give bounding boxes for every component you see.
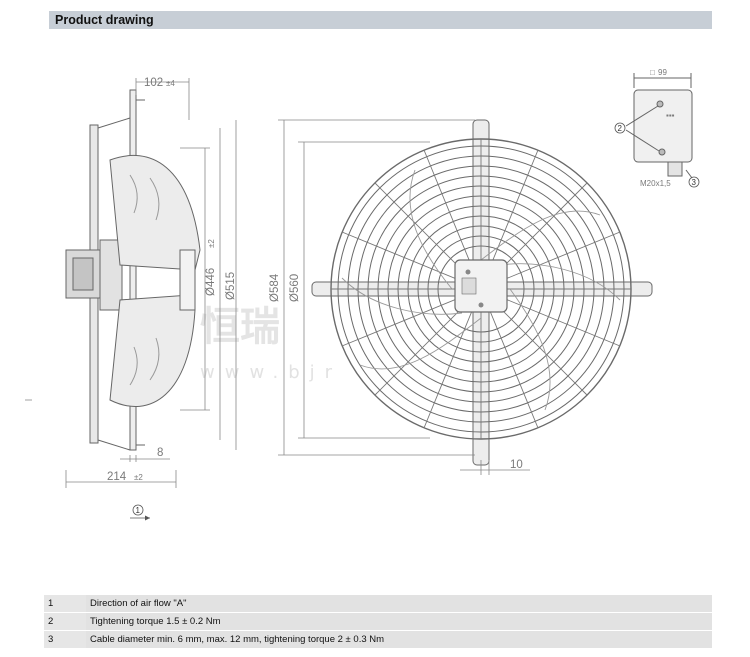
- legend-number: 2: [44, 612, 86, 631]
- screws-callout: 2: [614, 122, 626, 134]
- dim-box-size: 99: [658, 68, 667, 77]
- dim-side-depth-tol: ±4: [166, 79, 175, 88]
- section-title: Product drawing: [55, 13, 154, 27]
- legend-number: 3: [44, 630, 86, 649]
- cable-callout: 3: [688, 176, 700, 188]
- terminal-box: [625, 73, 693, 179]
- watermark-url: www.bjr: [200, 362, 342, 383]
- dim-outer-diameter: Ø515: [225, 272, 237, 300]
- dim-flange-thickness: 8: [157, 447, 163, 459]
- side-dimension-lines: [25, 78, 237, 488]
- svg-text:2: 2: [618, 124, 623, 133]
- legend-text: Cable diameter min. 6 mm, max. 12 mm, ti…: [86, 630, 712, 649]
- front-dimension-lines: [278, 119, 530, 475]
- dim-total-depth-tol: ±2: [134, 473, 143, 482]
- dim-side-depth: 102: [144, 77, 163, 89]
- dim-mount-diameter: Ø560: [289, 274, 301, 302]
- front-view: [311, 119, 653, 466]
- legend-text: Tightening torque 1.5 ± 0.2 Nm: [86, 612, 712, 631]
- dim-cable-gland: M20x1,5: [640, 179, 671, 188]
- svg-text:1: 1: [136, 506, 141, 515]
- svg-text:3: 3: [692, 178, 697, 187]
- section-header: Product drawing: [49, 11, 712, 29]
- watermark-brand: 恒瑞: [200, 304, 280, 350]
- legend-number: 1: [44, 595, 86, 613]
- box-label: ▪▪▪: [666, 111, 675, 120]
- dim-total-depth: 214: [107, 471, 127, 483]
- legend-text: Direction of air flow "A": [86, 595, 712, 613]
- legend-row: 2 Tightening torque 1.5 ± 0.2 Nm: [44, 612, 712, 631]
- dim-bracket-width: 10: [510, 459, 523, 471]
- product-drawing: 恒瑞 www.bjr: [25, 68, 700, 521]
- dim-inner-diameter: Ø446: [205, 268, 217, 296]
- legend-row: 3 Cable diameter min. 6 mm, max. 12 mm, …: [44, 630, 712, 649]
- dim-box-size-symbol: □: [650, 68, 655, 77]
- dim-inner-diameter-tol: ±2: [207, 239, 216, 248]
- legend-table: 1 Direction of air flow "A" 2 Tightening…: [44, 595, 712, 649]
- dim-guard-diameter: Ø584: [269, 273, 281, 302]
- side-view: [65, 89, 201, 451]
- airflow-callout: 1: [130, 504, 150, 521]
- legend-row: 1 Direction of air flow "A": [44, 595, 712, 613]
